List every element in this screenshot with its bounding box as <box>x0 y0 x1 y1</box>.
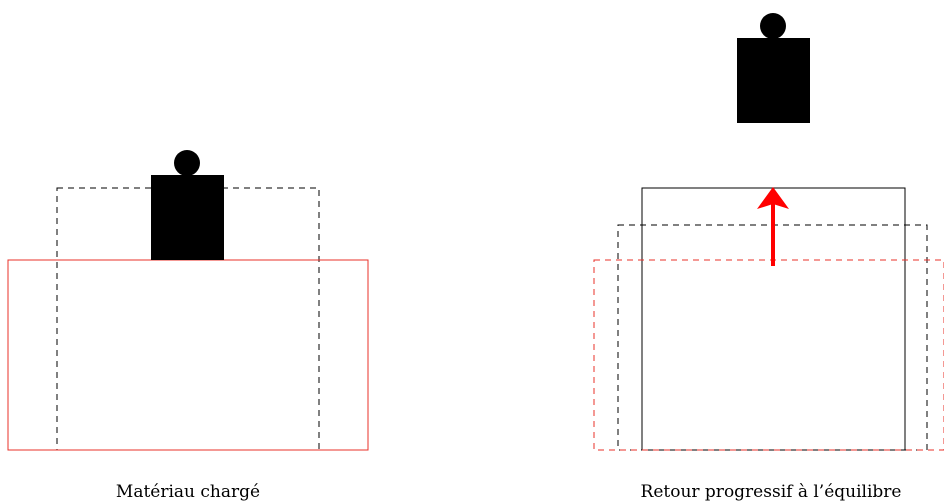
compressed-block <box>7 259 369 451</box>
weight-knob <box>174 150 200 176</box>
panel-loaded <box>7 150 369 451</box>
weight-knob <box>760 13 786 39</box>
caption-loaded-material: Matériau chargé <box>115 482 261 502</box>
compressed-outline-red-dashed <box>593 259 944 451</box>
weight-lifted <box>737 13 810 123</box>
caption-return-to-equilibrium: Retour progressif à l’équilibre <box>640 482 902 502</box>
weight-body <box>737 38 810 123</box>
weight-body <box>151 175 224 260</box>
panel-recovery <box>593 13 944 451</box>
weight <box>151 150 224 260</box>
recovery-arrowhead <box>757 187 789 209</box>
